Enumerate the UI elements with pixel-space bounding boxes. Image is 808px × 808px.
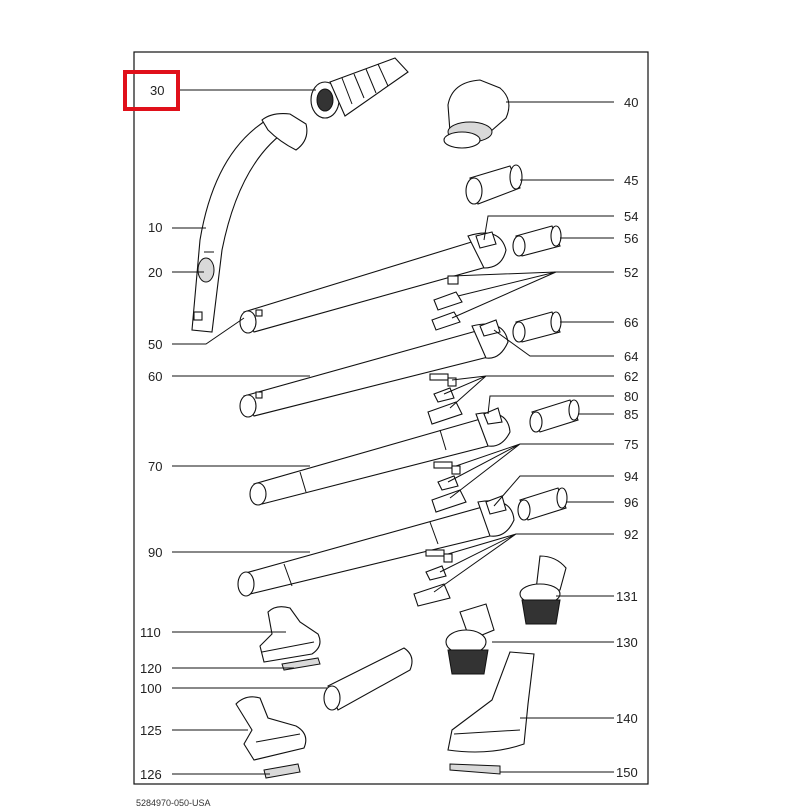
wand-tube-70 <box>249 407 511 506</box>
callout-125: 125 <box>140 723 162 738</box>
wand-tube-90 <box>237 495 515 597</box>
wide-nozzle-part <box>447 651 535 753</box>
callout-52: 52 <box>624 265 638 280</box>
highlight-box <box>123 70 180 111</box>
callout-70: 70 <box>148 459 162 474</box>
callout-120: 120 <box>140 661 162 676</box>
sleeve-part <box>465 164 523 205</box>
dusting-brush-130 <box>445 603 495 675</box>
callout-66: 66 <box>624 315 638 330</box>
callout-130: 130 <box>616 635 638 650</box>
callout-140: 140 <box>616 711 638 726</box>
callout-60: 60 <box>148 369 162 384</box>
dusting-brush-131 <box>519 555 567 625</box>
cylinder-66 <box>512 311 562 343</box>
crevice-tool-part <box>323 647 413 711</box>
callout-10: 10 <box>148 220 162 235</box>
callout-96: 96 <box>624 495 638 510</box>
hose-handle-part <box>191 113 308 333</box>
callout-64: 64 <box>624 349 638 364</box>
callout-94: 94 <box>624 469 638 484</box>
callout-56: 56 <box>624 231 638 246</box>
callout-75: 75 <box>624 437 638 452</box>
cylinder-56 <box>512 225 562 257</box>
callout-50: 50 <box>148 337 162 352</box>
wand-tube-60 <box>239 319 509 418</box>
latch-parts-62 <box>427 373 463 425</box>
swivel-part <box>310 57 409 119</box>
callout-100: 100 <box>140 681 162 696</box>
cylinder-96 <box>517 487 568 521</box>
callout-92: 92 <box>624 527 638 542</box>
callout-80: 80 <box>624 389 638 404</box>
callout-85: 85 <box>624 407 638 422</box>
callout-150: 150 <box>616 765 638 780</box>
latch-parts-52 <box>431 275 463 331</box>
turbo-tool-part <box>235 696 307 761</box>
callout-45: 45 <box>624 173 638 188</box>
latch-parts-75 <box>431 461 467 513</box>
footer-code: 5284970-050-USA <box>136 798 211 808</box>
callout-30: 30 <box>150 83 164 98</box>
callout-90: 90 <box>148 545 162 560</box>
callout-20: 20 <box>148 265 162 280</box>
upholstery-tool-part <box>259 606 321 663</box>
diagram-frame <box>133 51 649 785</box>
wand-tube-50 <box>239 231 507 334</box>
cylinder-85 <box>529 399 580 433</box>
callout-110: 110 <box>140 625 161 640</box>
callout-62: 62 <box>624 369 638 384</box>
callout-40: 40 <box>624 95 638 110</box>
callout-54: 54 <box>624 209 638 224</box>
callout-126: 126 <box>140 767 162 782</box>
leader-lines <box>172 89 614 775</box>
latch-parts-92 <box>413 549 453 607</box>
strip-part-126 <box>263 763 301 779</box>
callout-131: 131 <box>616 589 638 604</box>
elbow-part <box>443 79 510 149</box>
strip-part-150 <box>449 763 501 775</box>
